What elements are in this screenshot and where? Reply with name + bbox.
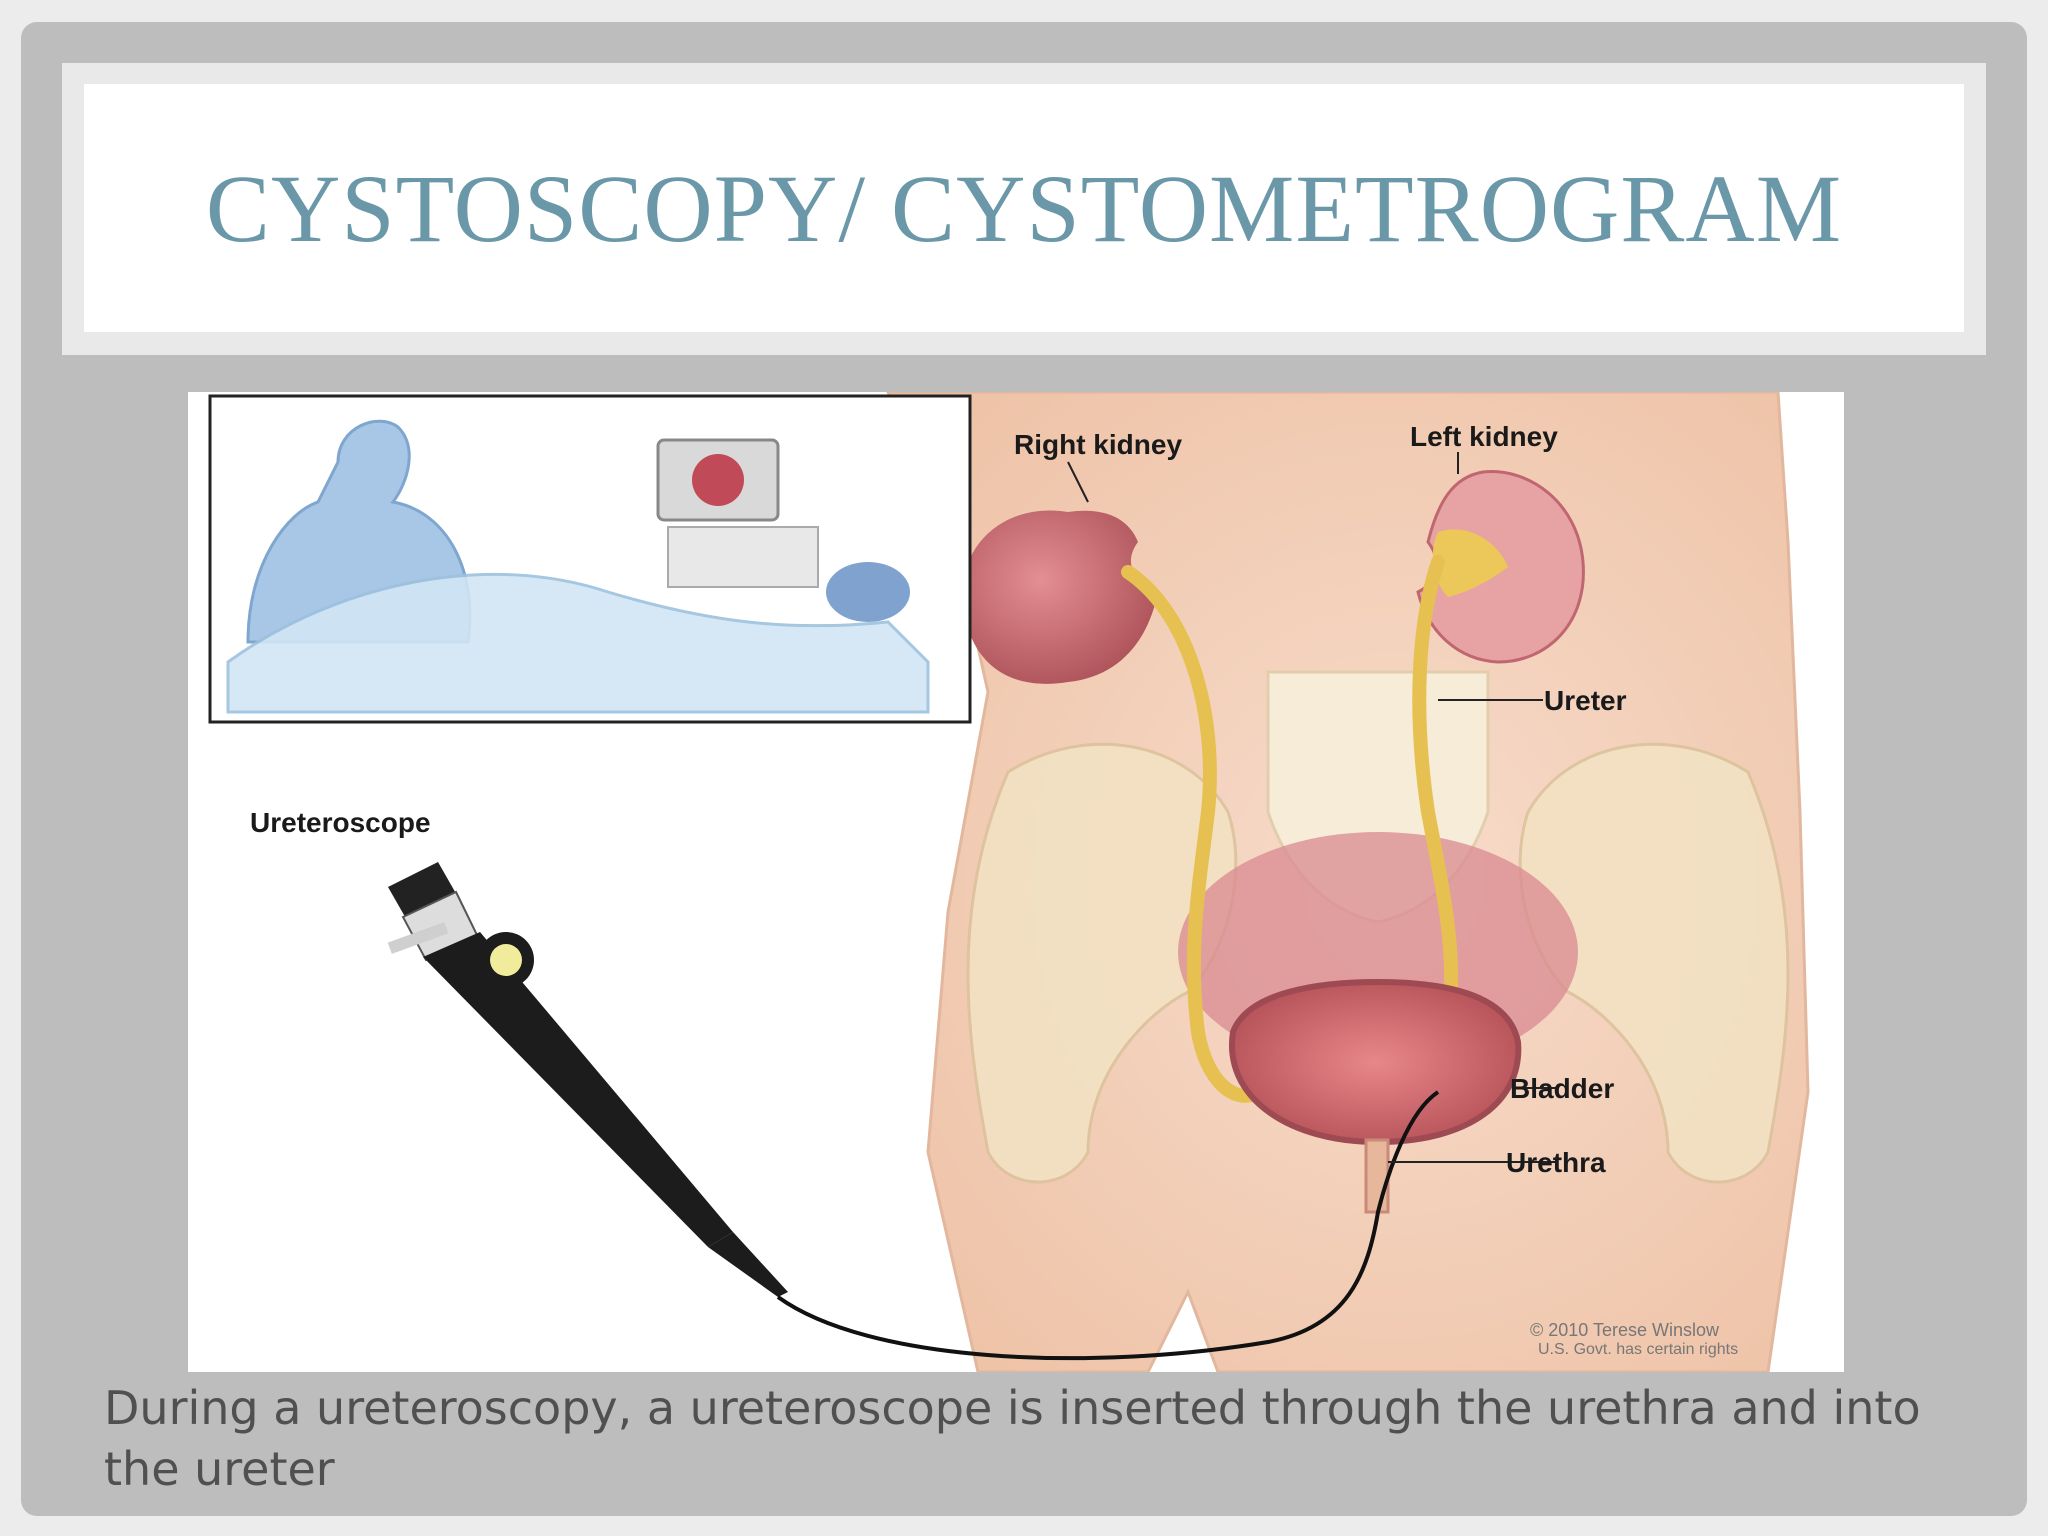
right-kidney-leader — [1067, 461, 1089, 503]
urethra — [1364, 1138, 1390, 1214]
title-panel: CYSTOSCOPY/ CYSTOMETROGRAM — [84, 84, 1964, 332]
label-right-kidney: Right kidney — [1014, 429, 1182, 460]
credit-line-2: U.S. Govt. has certain rights — [1538, 1341, 1738, 1358]
right-ureter — [1121, 565, 1275, 1103]
anatomy-svg: Right kidney Left kidney Ureter Ureteros… — [208, 392, 1810, 1372]
bladder — [1228, 978, 1522, 1146]
monitor-screen-image — [692, 454, 744, 506]
label-ureter: Ureter — [1544, 685, 1627, 716]
pelvis-bone-right — [966, 742, 1238, 1184]
ureteroscopy-illustration: Right kidney Left kidney Ureter Ureteros… — [188, 392, 1844, 1372]
monitor-cart — [667, 526, 819, 588]
pelvis-bone-left — [1518, 742, 1790, 1184]
slide-title: CYSTOSCOPY/ CYSTOMETROGRAM — [205, 154, 1843, 262]
ureteroscope-device — [387, 862, 788, 1297]
label-urethra: Urethra — [1506, 1147, 1606, 1178]
left-kidney-pelvis — [1432, 529, 1508, 597]
credit-line-1: © 2010 Terese Winslow — [1530, 1320, 1720, 1340]
label-left-kidney: Left kidney — [1410, 421, 1558, 452]
label-bladder: Bladder — [1510, 1073, 1614, 1104]
label-ureteroscope: Ureteroscope — [250, 807, 431, 838]
ureteroscope-cable — [776, 1090, 1440, 1361]
patient-drape — [226, 572, 930, 714]
right-kidney — [962, 510, 1158, 684]
patient-head — [826, 562, 910, 622]
slide-caption: During a ureteroscopy, a ureteroscope is… — [104, 1381, 1921, 1496]
